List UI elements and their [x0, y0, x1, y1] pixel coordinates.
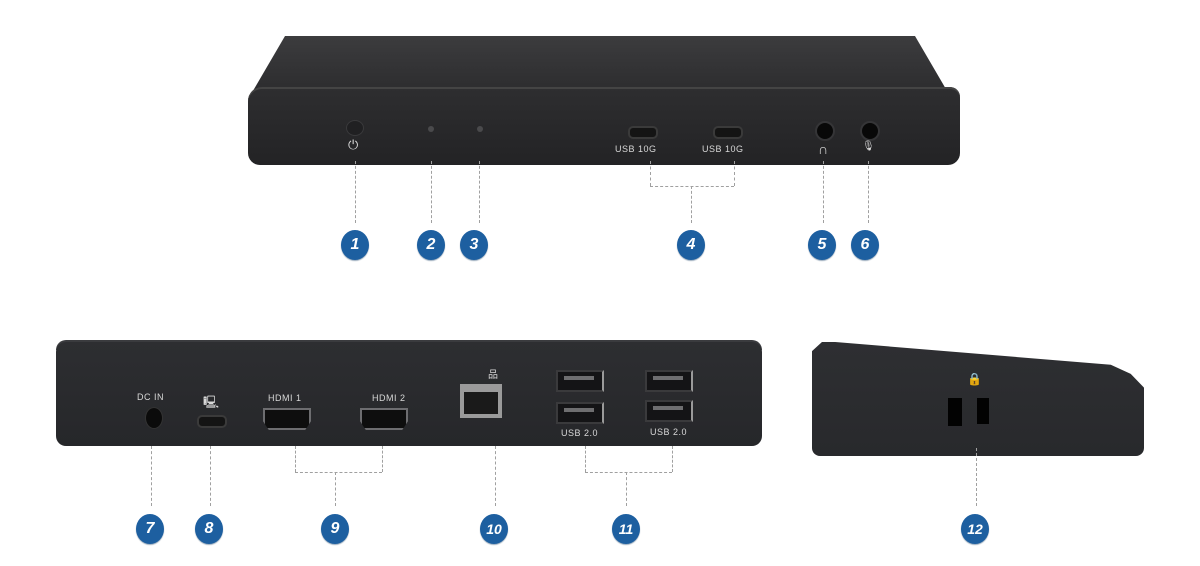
power-button: [346, 120, 364, 136]
leader-line-9a: [295, 446, 296, 472]
hdmi1-label: HDMI 1: [268, 393, 302, 403]
leader-line-9b: [382, 446, 383, 472]
leader-line-4b: [734, 161, 735, 186]
leader-line-4: [691, 186, 692, 223]
leader-bracket-4: [650, 186, 734, 187]
usb-c-host-port: [197, 415, 227, 428]
headphone-icon: ∩: [818, 141, 829, 157]
leader-line-9: [335, 472, 336, 506]
leader-line-4a: [650, 161, 651, 186]
usb-a-port-3: [645, 370, 693, 392]
led-indicator-1: [428, 126, 434, 132]
lan-icon: 品: [488, 370, 498, 381]
mic-icon: 🎙: [862, 141, 875, 152]
leader-line-12: [976, 448, 977, 506]
usb-c-port-2: [713, 126, 743, 139]
security-slot-left: [948, 398, 962, 426]
leader-line-11: [626, 472, 627, 506]
callout-badge-3: 3: [460, 230, 488, 260]
device-front-panel: [248, 87, 960, 165]
hdmi-port-1: [263, 408, 311, 430]
leader-line-3: [479, 161, 480, 223]
callout-badge-4: 4: [677, 230, 705, 260]
security-slot-right: [977, 398, 989, 424]
leader-bracket-9: [295, 472, 382, 473]
usb-c-port-1: [628, 126, 658, 139]
usb-a-port-2: [556, 402, 604, 424]
kensington-lock-icon: 🔒: [967, 372, 982, 386]
callout-badge-8: 8: [195, 514, 223, 544]
dc-in-port: [145, 407, 163, 429]
led-indicator-2: [477, 126, 483, 132]
host-computer-icon: 🖳: [203, 395, 220, 409]
usb-a-port-1: [556, 370, 604, 392]
hdmi-port-2: [360, 408, 408, 430]
hdmi2-label: HDMI 2: [372, 393, 406, 403]
leader-line-5: [823, 161, 824, 223]
callout-badge-2: 2: [417, 230, 445, 260]
callout-badge-11: 11: [612, 514, 640, 544]
headphone-jack: [815, 121, 835, 141]
usb-c-label-1: USB 10G: [615, 144, 657, 154]
leader-bracket-11: [585, 472, 672, 473]
ethernet-port: [464, 392, 498, 414]
mic-jack: [860, 121, 880, 141]
callout-badge-5: 5: [808, 230, 836, 260]
usb-a-label-2: USB 2.0: [650, 427, 688, 437]
leader-line-7: [151, 446, 152, 506]
callout-badge-1: 1: [341, 230, 369, 260]
callout-badge-7: 7: [136, 514, 164, 544]
callout-badge-12: 12: [961, 514, 989, 544]
callout-badge-9: 9: [321, 514, 349, 544]
callout-badge-10: 10: [480, 514, 508, 544]
device-top-surface: [250, 36, 950, 96]
leader-line-10: [495, 446, 496, 506]
power-icon: ⏻: [348, 137, 359, 152]
leader-line-6: [868, 161, 869, 223]
callout-badge-6: 6: [851, 230, 879, 260]
usb-c-label-2: USB 10G: [702, 144, 744, 154]
usb-a-port-4: [645, 400, 693, 422]
leader-line-8: [210, 446, 211, 506]
leader-line-11a: [585, 446, 586, 472]
leader-line-1: [355, 161, 356, 223]
device-rear-panel: [56, 342, 762, 446]
dc-in-label: DC IN: [137, 392, 164, 402]
leader-line-11b: [672, 446, 673, 472]
usb-a-label-1: USB 2.0: [561, 428, 599, 438]
leader-line-2: [431, 161, 432, 223]
